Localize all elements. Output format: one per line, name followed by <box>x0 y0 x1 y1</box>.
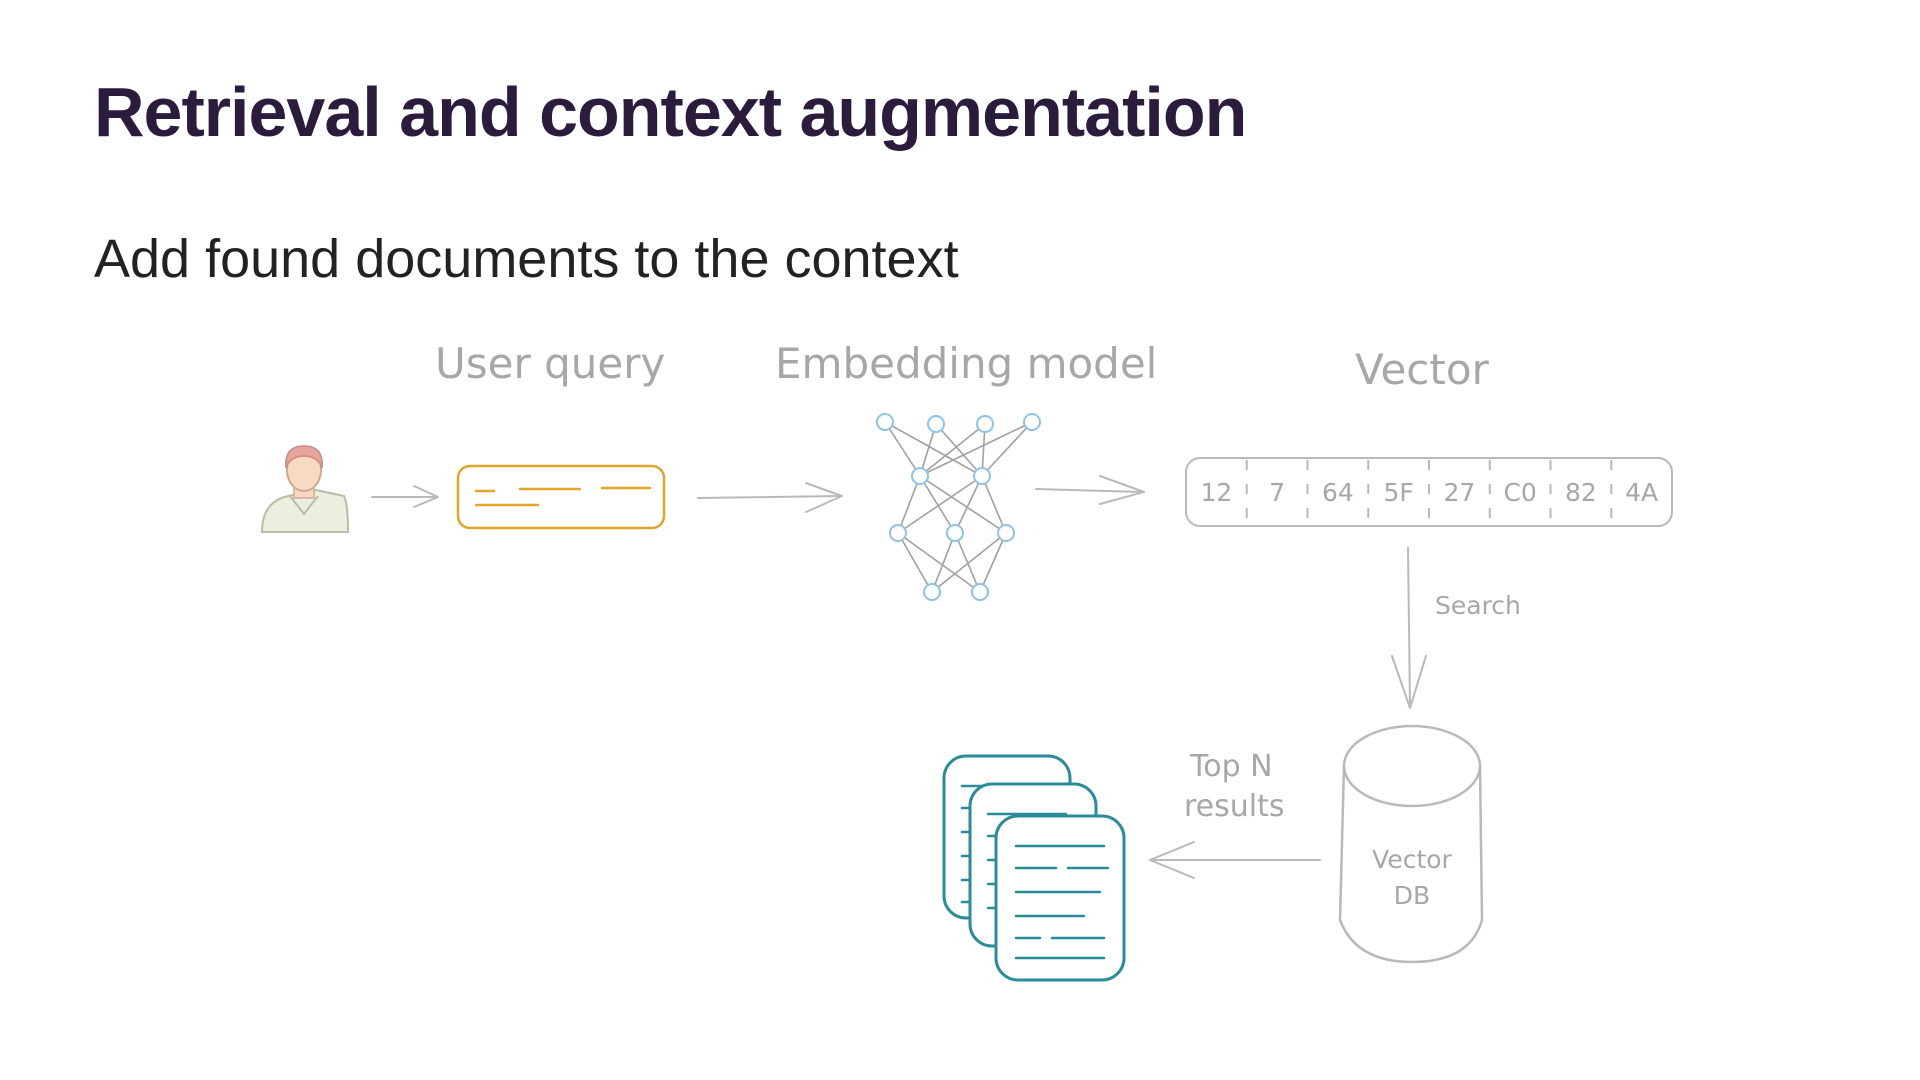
network-node <box>997 524 1015 542</box>
network-edge <box>935 423 983 477</box>
arrow-query-to-model <box>697 482 843 513</box>
network-edge <box>897 532 981 593</box>
arrow-search <box>1391 547 1427 709</box>
query-text-box-icon <box>456 464 666 530</box>
network-edge <box>919 421 1033 477</box>
vector-cell: 27 <box>1443 478 1475 507</box>
database-cylinder-icon: Vector DB <box>1338 724 1484 964</box>
network-node <box>927 415 945 433</box>
user-avatar-icon <box>260 445 350 533</box>
vector-cell: 82 <box>1565 478 1597 507</box>
network-edge <box>897 475 983 534</box>
label-results: results <box>1184 789 1285 824</box>
label-vector-db-line2: DB <box>1394 881 1430 910</box>
network-edge <box>931 532 956 593</box>
label-search: Search <box>1435 591 1521 620</box>
network-edge <box>919 475 1007 534</box>
arrow-model-to-vector <box>1035 475 1145 505</box>
network-node <box>976 415 994 433</box>
vector-cell: 4A <box>1625 478 1658 507</box>
network-edge <box>884 421 921 477</box>
network-edge <box>981 421 1033 477</box>
network-node <box>946 524 964 542</box>
arrow-db-to-documents <box>1149 841 1321 879</box>
slide-subtitle: Add found documents to the context <box>94 229 959 289</box>
network-edge <box>897 475 921 534</box>
label-embedding-model: Embedding model <box>775 339 1157 388</box>
vector-cell: 5F <box>1383 478 1413 507</box>
vector-cell: 7 <box>1269 478 1285 507</box>
network-node <box>889 524 907 542</box>
network-edge <box>897 532 933 593</box>
neural-network-icon <box>876 413 1041 601</box>
network-node <box>1023 413 1041 431</box>
network-edge <box>954 532 981 593</box>
network-node <box>973 467 991 485</box>
vector-cell: 12 <box>1200 478 1232 507</box>
network-edge <box>919 423 937 477</box>
arrow-user-to-query <box>371 485 439 508</box>
label-user-query: User query <box>435 339 665 388</box>
vector-cell: C0 <box>1503 478 1536 507</box>
network-edge <box>884 421 983 477</box>
network-node <box>971 583 989 601</box>
network-node <box>876 413 894 431</box>
label-top-n: Top N <box>1189 749 1273 784</box>
label-vector: Vector <box>1355 345 1490 394</box>
vector-cell: 64 <box>1322 478 1354 507</box>
slide-title: Retrieval and context augmentation <box>94 73 1247 151</box>
vector-strip: 12 7 64 5F 27 C0 82 4A <box>1185 457 1673 527</box>
network-node <box>911 467 929 485</box>
network-edge <box>919 423 986 477</box>
network-edge <box>931 532 1007 593</box>
network-edge <box>981 475 1007 534</box>
network-edge <box>979 532 1007 593</box>
network-node <box>923 583 941 601</box>
network-edge <box>954 475 983 534</box>
network-edge <box>919 475 956 534</box>
document-stack-icon <box>942 754 1126 982</box>
label-vector-db-line1: Vector <box>1372 845 1452 874</box>
